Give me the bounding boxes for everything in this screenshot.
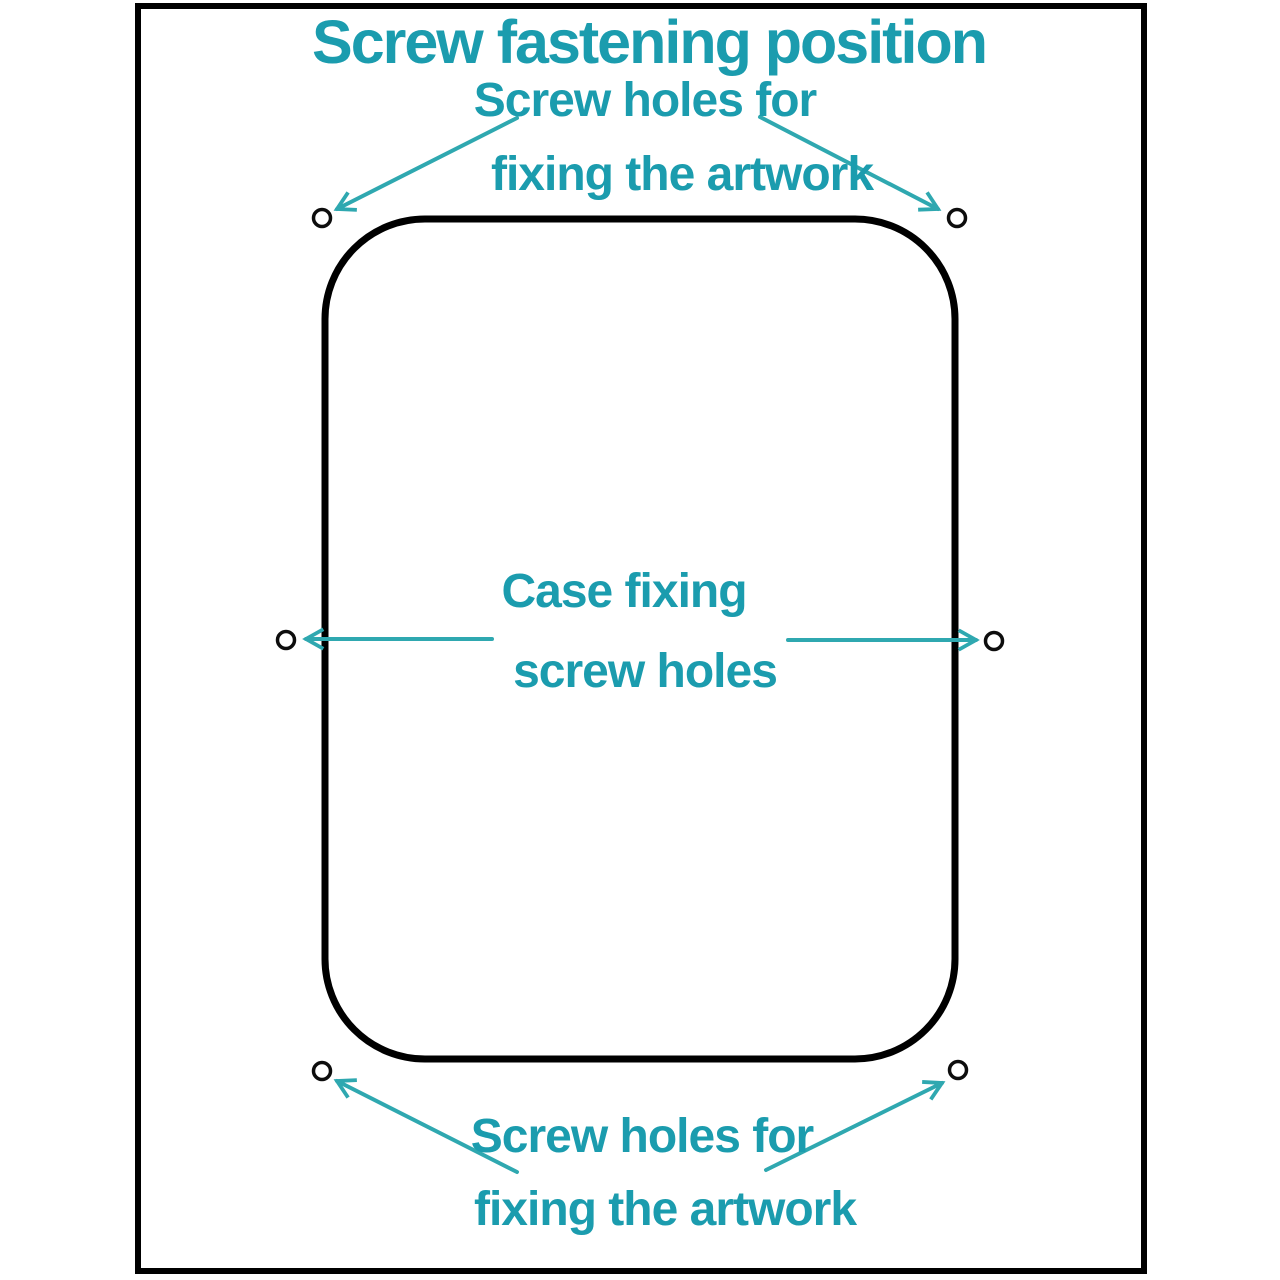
screw-hole-middle-right xyxy=(983,630,1005,652)
screw-hole-top-right xyxy=(946,207,968,229)
arrow-to-bottom-right-hole xyxy=(764,1080,946,1172)
bottom-holes-label-line1: Screw holes for xyxy=(470,1110,814,1163)
top-holes-label-line1: Screw holes for xyxy=(473,74,817,127)
arrow-to-top-left-hole xyxy=(333,116,519,212)
screw-hole-middle-left xyxy=(275,629,297,651)
diagram-title: Screw fastening position xyxy=(312,8,988,76)
screw-hole-bottom-right xyxy=(947,1059,969,1081)
screw-hole-top-left xyxy=(311,207,333,229)
arrow-to-top-right-hole xyxy=(758,115,942,212)
arrow-to-bottom-left-hole xyxy=(333,1078,519,1174)
top-holes-label-line2: fixing the artwork xyxy=(490,148,874,201)
case-fixing-label-line1: Case fixing xyxy=(501,565,747,618)
case-fixing-label-line2: screw holes xyxy=(513,645,778,698)
bottom-holes-label-line2: fixing the artwork xyxy=(473,1183,857,1236)
screw-hole-bottom-left xyxy=(311,1060,333,1082)
